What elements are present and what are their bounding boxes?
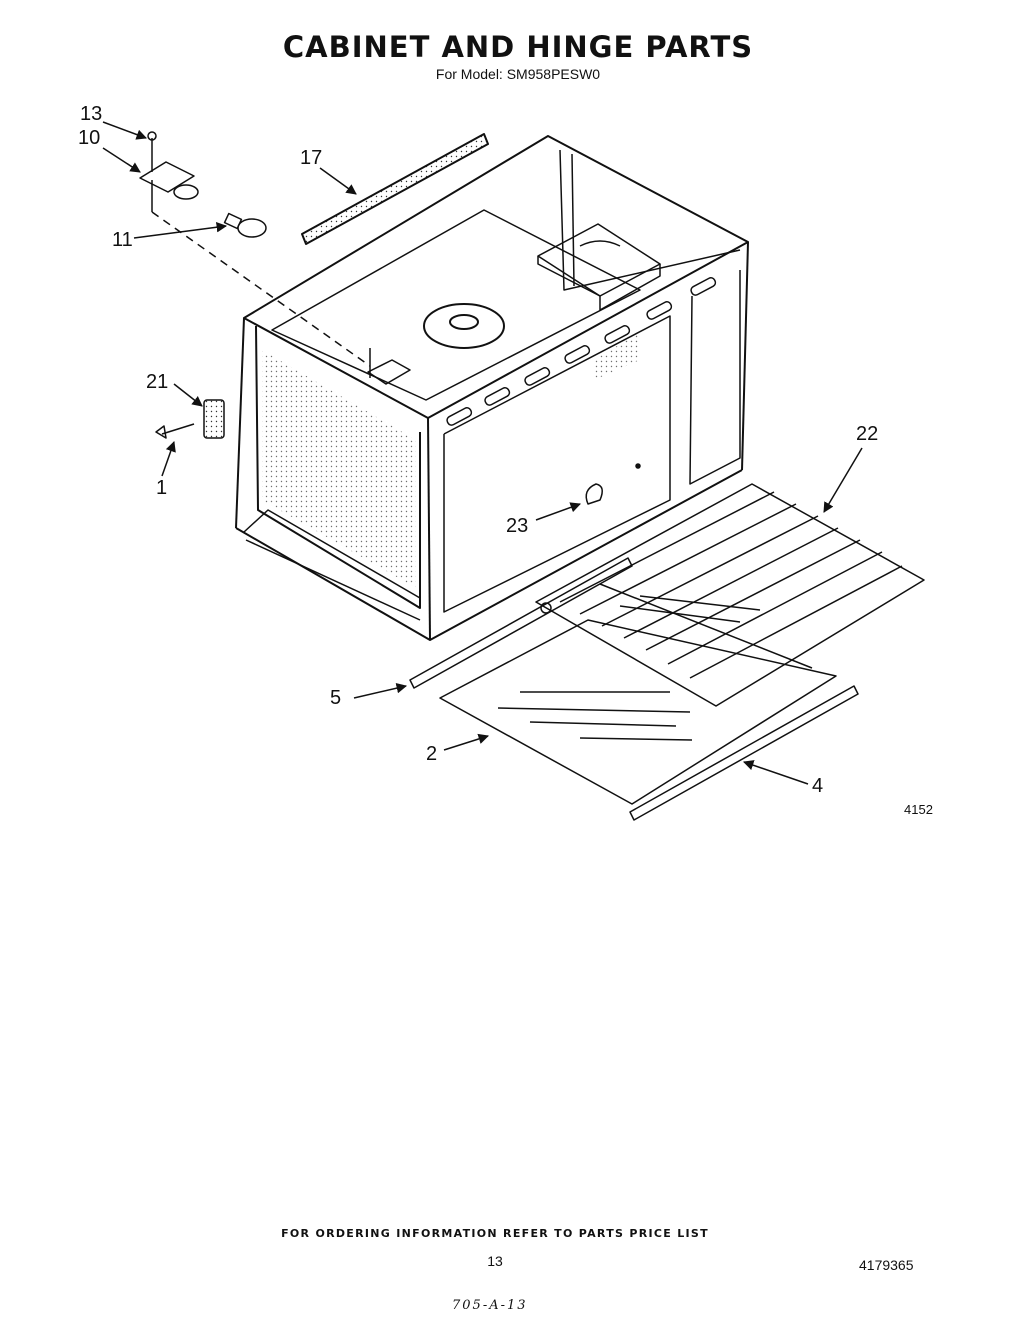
page-number: 13 xyxy=(487,1253,503,1269)
page-title: CABINET AND HINGE PARTS xyxy=(282,30,754,64)
handwritten-code: 705-A-13 xyxy=(452,1298,528,1313)
part-21-latch-block xyxy=(203,399,225,439)
ordering-note: FOR ORDERING INFORMATION REFER TO PARTS … xyxy=(281,1227,709,1240)
part-1-screw xyxy=(155,423,195,439)
callout-4: 4 xyxy=(812,775,824,797)
callout-22: 22 xyxy=(856,423,879,445)
callout-5: 5 xyxy=(330,687,342,709)
side-panel-right xyxy=(594,332,640,380)
callout-11: 11 xyxy=(112,229,133,251)
part-11-lamp-bulb xyxy=(223,212,267,238)
model-subtitle: For Model: SM958PESW0 xyxy=(435,66,601,82)
part-23-clip xyxy=(585,463,641,505)
part-4-front-strip xyxy=(629,685,859,821)
part-10-lamp-bracket xyxy=(139,131,411,385)
side-panel-left xyxy=(262,350,416,588)
callout-10: 10 xyxy=(78,127,101,149)
callout-21: 21 xyxy=(146,371,169,393)
part-22-oven-rack xyxy=(535,483,925,707)
document-number: 4179365 xyxy=(859,1257,914,1273)
callout-2: 2 xyxy=(426,743,438,765)
transformer-block xyxy=(537,223,661,311)
turntable-motor-disc xyxy=(423,303,505,349)
cabinet-frame xyxy=(235,135,749,641)
leader-lines xyxy=(102,121,863,785)
callout-1: 1 xyxy=(156,477,168,499)
callout-23: 23 xyxy=(506,515,529,537)
part-17-strip xyxy=(301,133,489,245)
drawing-number: 4152 xyxy=(904,802,933,817)
front-vent-slots xyxy=(446,277,717,426)
part-2-glass-tray xyxy=(439,595,837,805)
callout-17: 17 xyxy=(300,147,323,169)
callout-13: 13 xyxy=(80,103,103,125)
part-5-hinge-strip xyxy=(409,557,633,689)
